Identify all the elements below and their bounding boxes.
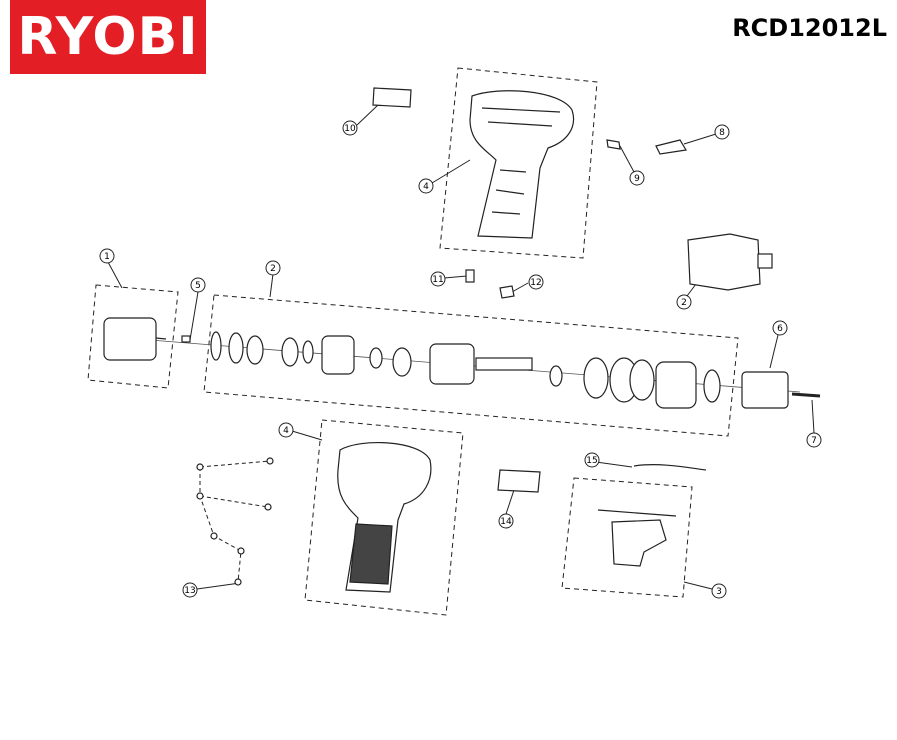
part-10-label [372,87,412,108]
callout-8: 8 [714,124,730,140]
part-12 [499,285,515,299]
svg-text:2: 2 [270,264,276,274]
part-4-housing-right [469,90,575,239]
part-7-screw [791,392,821,398]
callout-2-left: 2 [265,260,281,276]
part-3-switch [611,519,667,567]
part-9 [606,139,621,150]
svg-text:7: 7 [811,436,817,446]
callout-4-top: 4 [418,178,434,194]
svg-text:3: 3 [716,587,722,597]
callout-10: 10 [342,120,358,136]
part-14-label [497,469,541,493]
svg-text:4: 4 [283,426,289,436]
svg-text:8: 8 [719,128,725,138]
spindle [475,357,533,371]
gear-housing [429,343,475,385]
svg-text:12: 12 [530,278,541,288]
callout-15: 15 [584,452,600,468]
svg-text:4: 4 [423,182,429,192]
model-number: RCD12012L [732,14,887,42]
callout-14: 14 [498,513,514,529]
part-11 [465,269,475,283]
svg-text:14: 14 [500,517,512,527]
clutch-housing [655,361,697,409]
part-15-wire [633,464,707,471]
part-6-chuck [741,371,789,409]
svg-text:2: 2 [681,298,687,308]
svg-text:1: 1 [104,252,110,262]
motor-box [87,284,179,389]
svg-text:11: 11 [432,275,443,285]
svg-text:15: 15 [586,456,597,466]
callout-6: 6 [772,320,788,336]
part-5-screw [181,335,191,343]
svg-text:5: 5 [195,281,201,291]
callout-11: 11 [430,271,446,287]
housing-right-box [439,67,598,259]
callout-5: 5 [190,277,206,293]
callout-9: 9 [629,170,645,186]
svg-text:9: 9 [634,174,640,184]
callout-7: 7 [806,432,822,448]
part-2-gearbox-assembled [687,233,761,291]
callout-3: 3 [711,583,727,599]
callout-13: 13 [182,582,198,598]
ryobi-logo: RYOBI [10,0,206,74]
callout-4-bottom: 4 [278,422,294,438]
ring-gear [321,335,355,375]
callout-1: 1 [99,248,115,264]
part-8 [655,139,687,155]
svg-text:13: 13 [184,586,195,596]
logo-text: RYOBI [17,7,199,67]
switch-box [561,477,693,598]
gearbox-box [203,294,739,437]
callout-12: 12 [528,274,544,290]
part-1-motor [103,317,157,361]
svg-text:6: 6 [777,324,783,334]
svg-text:10: 10 [344,124,356,134]
housing-left-box [304,419,464,616]
callout-2-right: 2 [676,294,692,310]
